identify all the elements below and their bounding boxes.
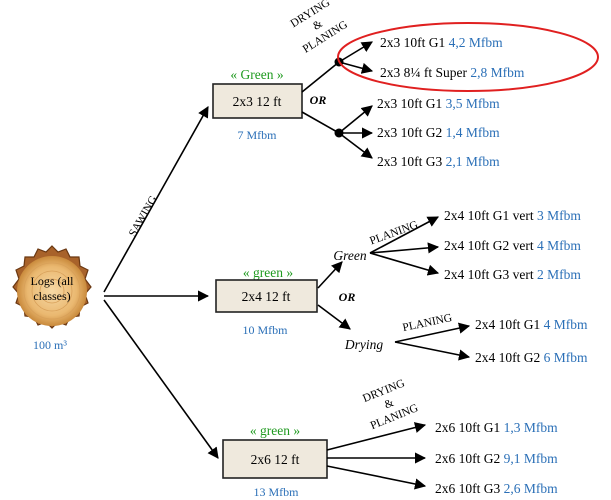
log-label-line1: Logs (all: [31, 274, 75, 288]
bottom-product-box: [222, 439, 328, 479]
sawing-label: SAWING: [127, 194, 160, 239]
middle-product-box: [215, 279, 318, 313]
top-hl-row-1: 2x3 10ft G1 4,2 Mfbm: [380, 35, 503, 50]
log-label-line2: classes): [33, 289, 70, 303]
middle-arrow-d2: [394, 341, 471, 361]
sawing-arrow-top: [103, 106, 209, 293]
middle-green-label: Green: [333, 248, 366, 263]
bottom-arrow-1: [326, 422, 427, 451]
bottom-out-row-2: 2x6 10ft G2 9,1 Mfbm: [435, 451, 558, 466]
top-out-row-1: 2x3 10ft G1 3,5 Mfbm: [377, 96, 500, 111]
middle-step-planing-a: PLANING: [368, 219, 420, 248]
top-arrow-out-1: [338, 105, 373, 134]
log-cross-section-icon: [12, 245, 92, 329]
bottom-state-label: « green »: [250, 423, 300, 438]
top-hl-row-2: 2x3 8¼ ft Super 2,8 Mfbm: [380, 65, 525, 80]
top-arrow-hl-2: [338, 61, 374, 74]
top-product-label: 2x3 12 ft: [233, 94, 282, 109]
middle-green-row-1: 2x4 10ft G1 vert 3 Mfbm: [444, 208, 581, 223]
middle-arrow-g3: [369, 252, 440, 276]
top-step-planing: PLANING: [301, 19, 350, 56]
bottom-out-row-1: 2x6 10ft G1 1,3 Mfbm: [435, 420, 558, 435]
top-branch-down: [301, 111, 340, 134]
middle-or-label: OR: [339, 290, 356, 304]
top-step-label: DRYING & PLANING: [289, 0, 350, 56]
middle-arrow-g1: [369, 216, 439, 254]
middle-arrow-d1: [394, 322, 471, 343]
top-product-box: [212, 83, 303, 119]
middle-arrow-g2: [369, 242, 440, 254]
middle-drying-label: Drying: [344, 337, 383, 352]
sawing-arrow-bottom: [103, 299, 219, 459]
top-state-label: « Green »: [230, 67, 283, 82]
bottom-volume: 13 Mfbm: [254, 485, 300, 499]
bottom-product-label: 2x6 12 ft: [251, 452, 300, 467]
top-arrow-hl-1: [338, 41, 373, 63]
top-arrow-out-3: [338, 132, 373, 159]
bottom-step-label: DRYING & PLANING: [361, 377, 420, 432]
top-out-row-2: 2x3 10ft G2 1,4 Mfbm: [377, 125, 500, 140]
middle-dried-row-1: 2x4 10ft G1 4 Mfbm: [475, 317, 588, 332]
middle-arrow-drying: [317, 304, 351, 330]
top-branch-up: [301, 61, 340, 93]
log-volume: 100 m³: [33, 338, 67, 352]
bottom-out-row-3: 2x6 10ft G3 2,6 Mfbm: [435, 481, 558, 496]
middle-volume: 10 Mfbm: [243, 323, 289, 337]
middle-green-row-2: 2x4 10ft G2 vert 4 Mfbm: [444, 238, 581, 253]
top-or-label: OR: [310, 93, 327, 107]
middle-dried-row-2: 2x4 10ft G2 6 Mfbm: [475, 350, 588, 365]
highlight-ellipse: [337, 22, 599, 92]
middle-arrow-green: [317, 261, 343, 289]
top-out-row-3: 2x3 10ft G3 2,1 Mfbm: [377, 154, 500, 169]
middle-green-row-3: 2x4 10ft G3 vert 2 Mfbm: [444, 267, 581, 282]
bottom-step-and: &: [383, 397, 396, 411]
middle-state-label: « green »: [243, 265, 293, 280]
middle-product-label: 2x4 12 ft: [242, 289, 291, 304]
top-step-drying: DRYING: [289, 0, 333, 30]
top-volume: 7 Mfbm: [238, 128, 278, 142]
bottom-arrow-3: [326, 465, 427, 490]
